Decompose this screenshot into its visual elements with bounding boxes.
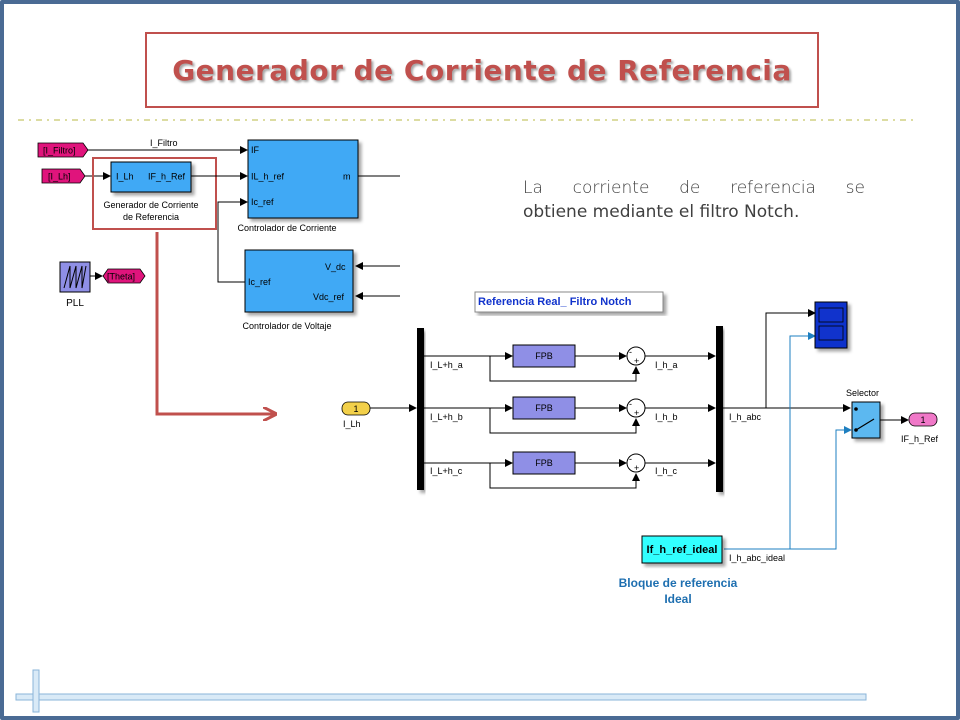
scope-block[interactable] [814, 301, 848, 349]
goto-theta: [Theta] [102, 268, 146, 284]
svg-text:V_dc: V_dc [325, 262, 346, 272]
svg-text:Ic_ref: Ic_ref [248, 277, 271, 287]
slide-title: Generador de Corriente de Referencia [172, 53, 792, 87]
svg-text:Ic_ref: Ic_ref [251, 197, 274, 207]
generador-block[interactable]: I_Lh IF_h_Ref [110, 161, 192, 193]
svg-text:m: m [343, 172, 351, 182]
controlador-corriente-block[interactable]: IF IL_h_ref Ic_ref m [247, 139, 359, 219]
mux-out-label: I_h_abc [729, 412, 762, 422]
output-label-a: I_h_a [655, 360, 678, 370]
ideal-caption-1: Bloque de referencia [619, 576, 738, 590]
controlador-voltaje-block[interactable]: Ic_ref V_dc Vdc_ref [244, 249, 354, 313]
svg-text:FPB: FPB [535, 458, 553, 468]
decor-vertical-bar [32, 669, 40, 713]
generador-name-1: Generador de Corriente [103, 200, 198, 210]
title-box: Generador de Corriente de Referencia [145, 32, 819, 108]
outport-name: IF_h_Ref [901, 434, 939, 444]
selector-switch[interactable] [851, 401, 881, 439]
inport-name: I_Lh [343, 419, 361, 429]
generador-name-2: de Referencia [123, 212, 179, 222]
demux-label-a: I_L+h_a [430, 360, 463, 370]
description-line-1: La corriente de referencia se [523, 178, 865, 198]
goto-i-lh: [I_Lh] [41, 168, 86, 184]
highlight-box [92, 157, 217, 230]
pll-block[interactable] [59, 261, 91, 293]
controlador-voltaje-name: Controlador de Voltaje [242, 321, 331, 331]
svg-text:IF_h_Ref: IF_h_Ref [148, 172, 186, 182]
decor-horizontal-bar [15, 693, 867, 701]
svg-text:IL_h_ref: IL_h_ref [251, 172, 285, 182]
output-label-c: I_h_c [655, 466, 678, 476]
svg-text:I_Lh: I_Lh [116, 172, 134, 182]
zoom-arrow [155, 232, 275, 414]
svg-text:Vdc_ref: Vdc_ref [313, 292, 345, 302]
inport-i-lh[interactable]: 1 [341, 401, 371, 416]
svg-text:1: 1 [920, 415, 925, 425]
svg-text:+: + [634, 463, 639, 473]
svg-text:[I_Filtro]: [I_Filtro] [43, 146, 76, 156]
channel-b: I_L+h_b FPB - + I_h_b [424, 396, 716, 434]
controlador-corriente-name: Controlador de Corriente [237, 223, 336, 233]
svg-text:1: 1 [353, 404, 358, 414]
svg-text:[Theta]: [Theta] [107, 272, 135, 282]
svg-text:Referencia Real_ Filtro Notch: Referencia Real_ Filtro Notch [478, 296, 632, 308]
svg-text:[I_Lh]: [I_Lh] [48, 172, 71, 182]
selector-label: Selector [846, 388, 879, 398]
description-line-2: obtiene mediante el filtro Notch. [523, 202, 800, 222]
ideal-signal-label: I_h_abc_ideal [729, 553, 785, 563]
channel-c: I_L+h_c FPB - + I_h_c [424, 451, 716, 489]
goto-i-filtro: [I_Filtro] [37, 142, 89, 158]
header-label: Referencia Real_ Filtro Notch [474, 291, 664, 313]
svg-text:-: - [629, 399, 632, 409]
svg-text:IF: IF [251, 145, 260, 155]
outport-if-h-ref[interactable]: 1 [908, 412, 938, 427]
svg-text:FPB: FPB [535, 403, 553, 413]
output-label-b: I_h_b [655, 412, 678, 422]
svg-text:+: + [634, 408, 639, 418]
demux-bar [417, 328, 424, 490]
ideal-caption-2: Ideal [664, 592, 691, 606]
svg-text:-: - [629, 347, 632, 357]
svg-text:FPB: FPB [535, 351, 553, 361]
channel-a: I_L+h_a FPB - + I_h_a [424, 344, 716, 382]
signal-label-i-filtro: I_Filtro [150, 138, 178, 148]
svg-text:If_h_ref_ideal: If_h_ref_ideal [647, 544, 718, 556]
svg-text:-: - [629, 454, 632, 464]
mux-bar [716, 326, 723, 492]
demux-label-c: I_L+h_c [430, 466, 463, 476]
ideal-reference-block[interactable]: If_h_ref_ideal [641, 535, 723, 564]
demux-label-b: I_L+h_b [430, 412, 463, 422]
pll-label: PLL [66, 298, 84, 309]
svg-text:+: + [634, 356, 639, 366]
